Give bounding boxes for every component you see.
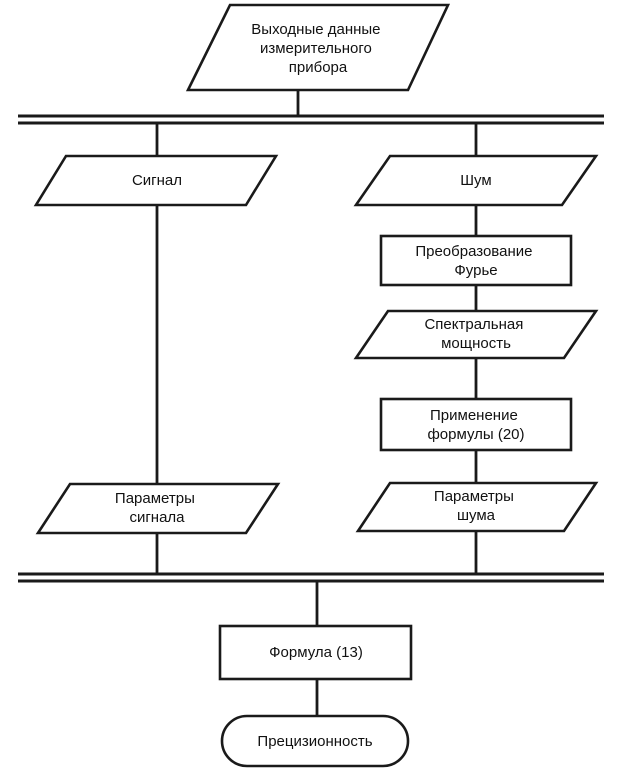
node-signal-parameters-shape xyxy=(35,482,281,535)
node-fourier-transform-shape xyxy=(379,234,573,287)
node-signal-shape xyxy=(33,154,279,207)
node-precision-label: Прецизионность xyxy=(257,733,372,750)
node-noise[interactable]: Шум xyxy=(353,154,599,207)
node-signal[interactable]: Сигнал xyxy=(33,154,279,207)
node-noise-parameters-label: Параметры шума xyxy=(434,488,518,524)
node-spectral-power[interactable]: Спектральная мощность xyxy=(353,309,599,360)
node-output-data-shape xyxy=(185,3,451,92)
node-spectral-power-label: Спектральная мощность xyxy=(424,316,527,352)
node-fourier-transform[interactable]: Преобразование Фурье xyxy=(379,234,573,287)
node-noise-label: Шум xyxy=(460,172,491,189)
node-noise-parameters[interactable]: Параметры шума xyxy=(355,481,599,533)
node-formula-13-label: Формула (13) xyxy=(269,644,363,661)
node-fourier-transform-label: Преобразование Фурье xyxy=(415,243,536,279)
node-signal-parameters[interactable]: Параметры сигнала xyxy=(35,482,281,535)
node-formula-13[interactable]: Формула (13) xyxy=(218,624,413,681)
node-signal-parameters-label: Параметры сигнала xyxy=(115,490,199,526)
node-precision[interactable]: Прецизионность xyxy=(220,714,410,768)
node-apply-formula-20-label: Применение формулы (20) xyxy=(427,407,524,443)
node-spectral-power-shape xyxy=(353,309,599,360)
split-bus-top xyxy=(18,114,604,125)
node-signal-label: Сигнал xyxy=(132,172,182,189)
node-precision-shape xyxy=(220,714,410,768)
node-output-data[interactable]: Выходные данные измерительного прибора xyxy=(185,3,451,92)
node-formula-13-shape xyxy=(218,624,413,681)
merge-bus-bottom xyxy=(18,572,604,583)
node-apply-formula-20-shape xyxy=(379,397,573,452)
node-apply-formula-20[interactable]: Применение формулы (20) xyxy=(379,397,573,452)
node-output-data-label: Выходные данные измерительного прибора xyxy=(251,21,384,76)
node-noise-shape xyxy=(353,154,599,207)
node-noise-parameters-shape xyxy=(355,481,599,533)
